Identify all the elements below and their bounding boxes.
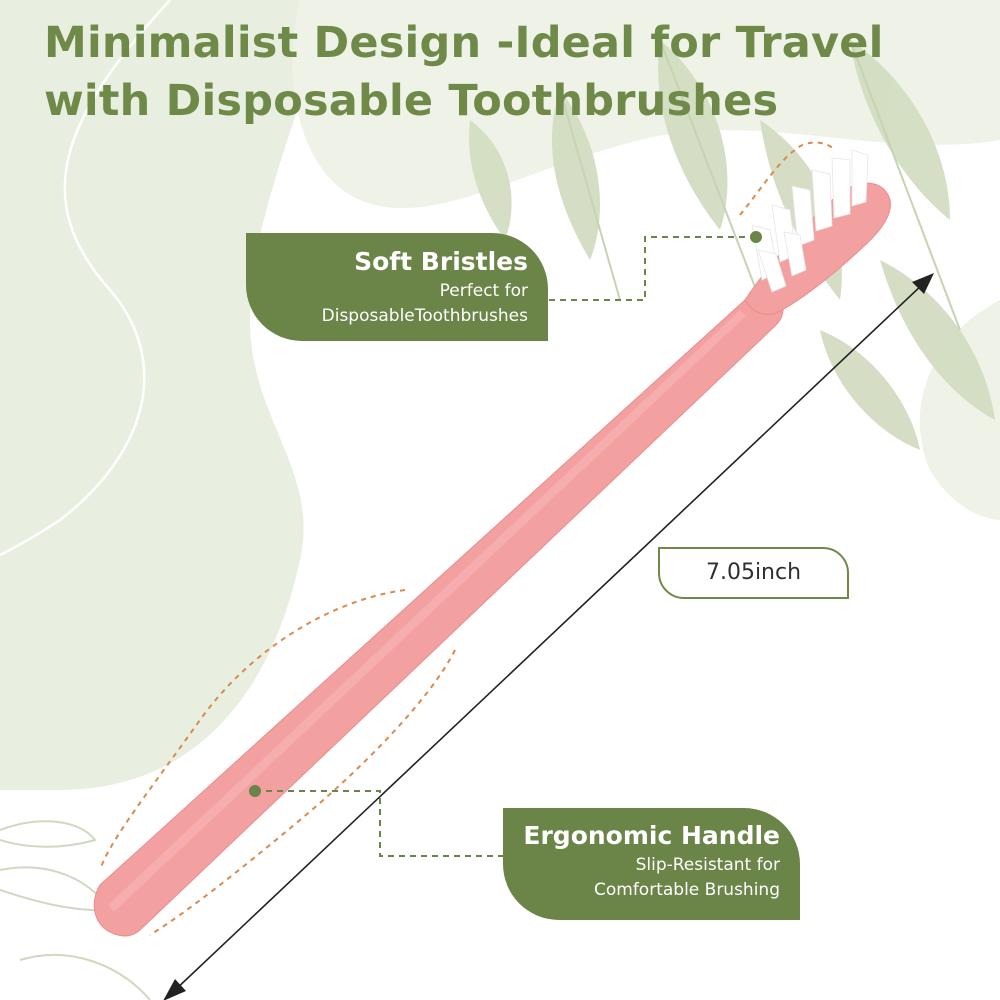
leaf-stems (559, 39, 961, 331)
bristles-marker-dot (750, 231, 762, 243)
highlight-outlines (99, 141, 836, 936)
callout-subtext-1: Slip-Resistant for (635, 855, 780, 875)
headline-line-2: with Disposable Toothbrushes (44, 76, 779, 126)
callout-title: Ergonomic Handle (523, 821, 780, 850)
headline: Minimalist Design -Ideal for Travel with… (44, 14, 974, 130)
toothbrush-icon (93, 149, 891, 937)
handle-marker-dot (249, 785, 261, 797)
callout-title: Soft Bristles (354, 247, 528, 276)
headline-line-1: Minimalist Design -Ideal for Travel (44, 18, 884, 68)
callout-connectors (255, 236, 756, 857)
bg-curve-line (0, 0, 171, 557)
bg-blob-left (0, 0, 330, 790)
callout-subtext-2: Comfortable Brushing (593, 880, 780, 900)
measurement-badge: 7.05inch (658, 547, 849, 599)
callout-subtext-1: Perfect for (439, 281, 528, 301)
callout-soft-bristles: Soft Bristles Perfect for DisposableToot… (246, 233, 548, 341)
bg-blob-top (292, 0, 1000, 209)
double-arrow-icon (163, 273, 934, 1000)
callout-subtext-2: DisposableToothbrushes (321, 306, 528, 326)
callout-ergonomic-handle: Ergonomic Handle Slip-Resistant for Comf… (503, 808, 800, 920)
